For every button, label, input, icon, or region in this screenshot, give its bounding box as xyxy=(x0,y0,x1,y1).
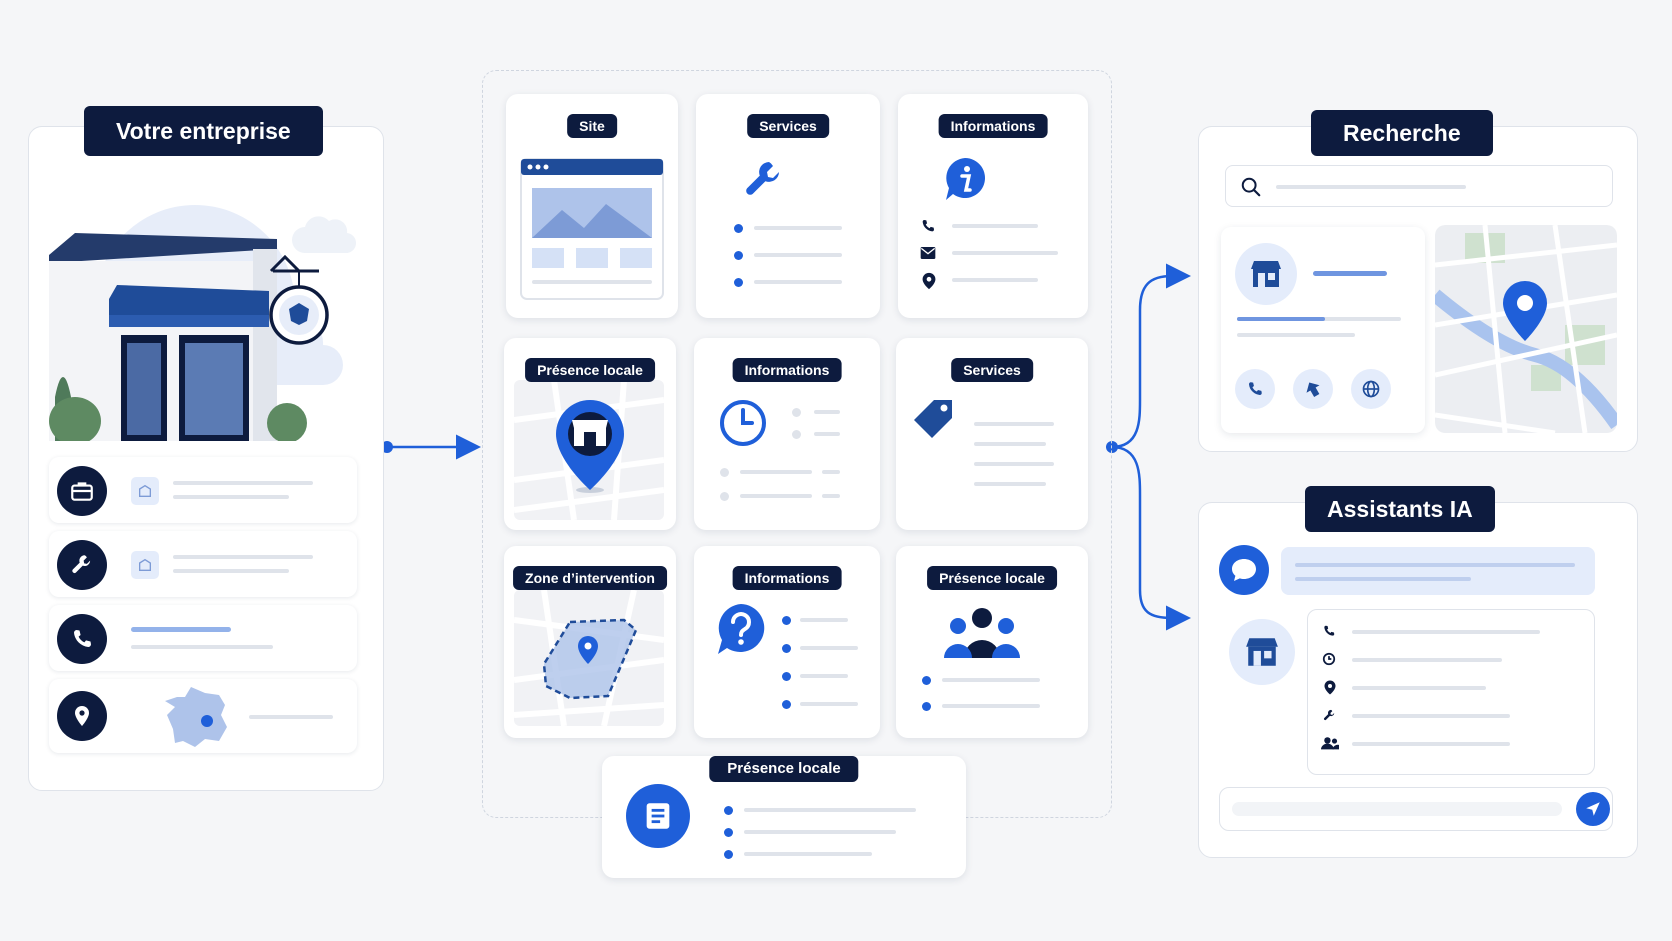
map-preview xyxy=(1435,225,1617,433)
location-pin-icon xyxy=(1324,680,1336,695)
directions-icon[interactable] xyxy=(1293,369,1333,409)
card-label: Informations xyxy=(938,114,1048,138)
globe-icon[interactable] xyxy=(1351,369,1391,409)
phone-icon xyxy=(922,220,934,232)
ai-assistants-panel xyxy=(1198,502,1638,858)
store-badge-icon xyxy=(131,477,159,505)
card-label: Présence locale xyxy=(927,566,1057,590)
card-presence-locale-document: Présence locale xyxy=(602,756,966,878)
chat-bubble-icon xyxy=(1219,545,1269,595)
mail-icon xyxy=(920,247,936,259)
business-panel xyxy=(28,126,384,791)
storefront-illustration xyxy=(49,205,357,441)
search-title: Recherche xyxy=(1311,110,1493,156)
phone-icon xyxy=(1324,625,1335,636)
search-icon xyxy=(1241,177,1261,197)
france-map-icon xyxy=(165,687,227,747)
search-panel xyxy=(1198,126,1638,452)
card-label: Services xyxy=(951,358,1033,382)
card-label: Informations xyxy=(732,358,842,382)
card-label: Site xyxy=(567,114,617,138)
ai-answer-card xyxy=(1307,609,1595,775)
card-label: Zone d’intervention xyxy=(513,566,667,590)
store-icon xyxy=(1235,243,1297,305)
question-icon xyxy=(718,604,765,654)
card-site: Site xyxy=(506,94,678,318)
info-icon xyxy=(946,158,985,200)
business-row-location xyxy=(49,679,357,753)
ai-message-bubble xyxy=(1281,547,1595,595)
location-pin-icon xyxy=(922,272,936,290)
business-row-skills xyxy=(49,531,357,597)
ai-assistants-title: Assistants IA xyxy=(1305,486,1495,532)
card-informations-hours: Informations xyxy=(694,338,880,530)
card-services-pricing: Services xyxy=(896,338,1088,530)
wrench-icon xyxy=(746,162,779,195)
people-icon xyxy=(944,608,1020,658)
store-badge-icon xyxy=(131,551,159,579)
business-title: Votre entreprise xyxy=(84,106,323,156)
card-label: Informations xyxy=(732,566,842,590)
document-icon xyxy=(626,784,690,848)
website-icon xyxy=(520,158,664,300)
card-zone-intervention: Zone d’intervention xyxy=(504,546,676,738)
card-informations-contact: Informations xyxy=(898,94,1088,318)
phone-icon[interactable] xyxy=(1235,369,1275,409)
briefcase-icon xyxy=(57,466,107,516)
card-label: Présence locale xyxy=(709,756,859,782)
ai-chat-input[interactable] xyxy=(1219,787,1613,831)
zone-map-icon xyxy=(542,618,638,700)
send-icon[interactable] xyxy=(1576,792,1610,826)
search-result-card[interactable] xyxy=(1221,227,1425,433)
phone-icon xyxy=(57,614,107,664)
store-icon xyxy=(1229,619,1295,685)
card-informations-faq: Informations xyxy=(694,546,880,738)
tag-icon xyxy=(914,400,952,438)
business-row-services xyxy=(49,457,357,523)
clock-icon xyxy=(1322,652,1336,666)
users-icon xyxy=(1321,737,1339,750)
wrench-icon xyxy=(57,540,107,590)
card-presence-locale-map: Présence locale xyxy=(504,338,676,530)
card-label: Présence locale xyxy=(525,358,655,382)
clock-icon xyxy=(720,400,766,446)
wrench-icon xyxy=(1323,709,1335,721)
card-presence-locale-community: Présence locale xyxy=(896,546,1088,738)
card-services: Services xyxy=(696,94,880,318)
store-pin-icon xyxy=(556,400,624,493)
card-label: Services xyxy=(747,114,829,138)
search-input[interactable] xyxy=(1225,165,1613,207)
business-row-phone xyxy=(49,605,357,671)
location-pin-icon xyxy=(57,691,107,741)
